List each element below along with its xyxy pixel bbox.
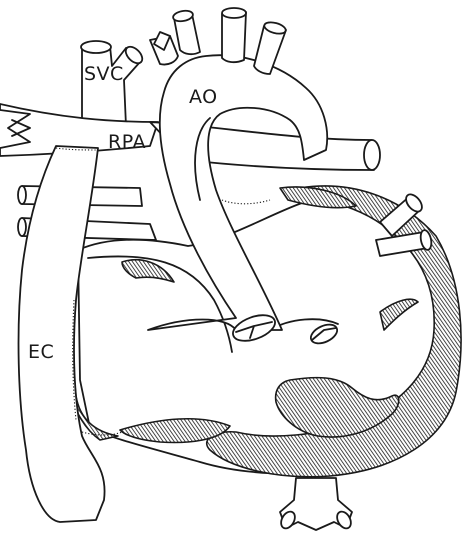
pulmonary-artery-end (364, 140, 380, 170)
svc-top-opening (81, 41, 111, 53)
aortic-middle-branch-end (222, 8, 246, 18)
anastomosis-suture-pa (222, 200, 270, 204)
label-svc: SVC (84, 63, 124, 85)
label-ao: AO (189, 86, 218, 108)
label-ec: EC (28, 341, 54, 363)
aortic-middle-branch (222, 12, 246, 62)
rpv-lower-end (18, 218, 26, 236)
label-rpa: RPA (108, 131, 146, 153)
rpv-upper-end (18, 186, 26, 204)
